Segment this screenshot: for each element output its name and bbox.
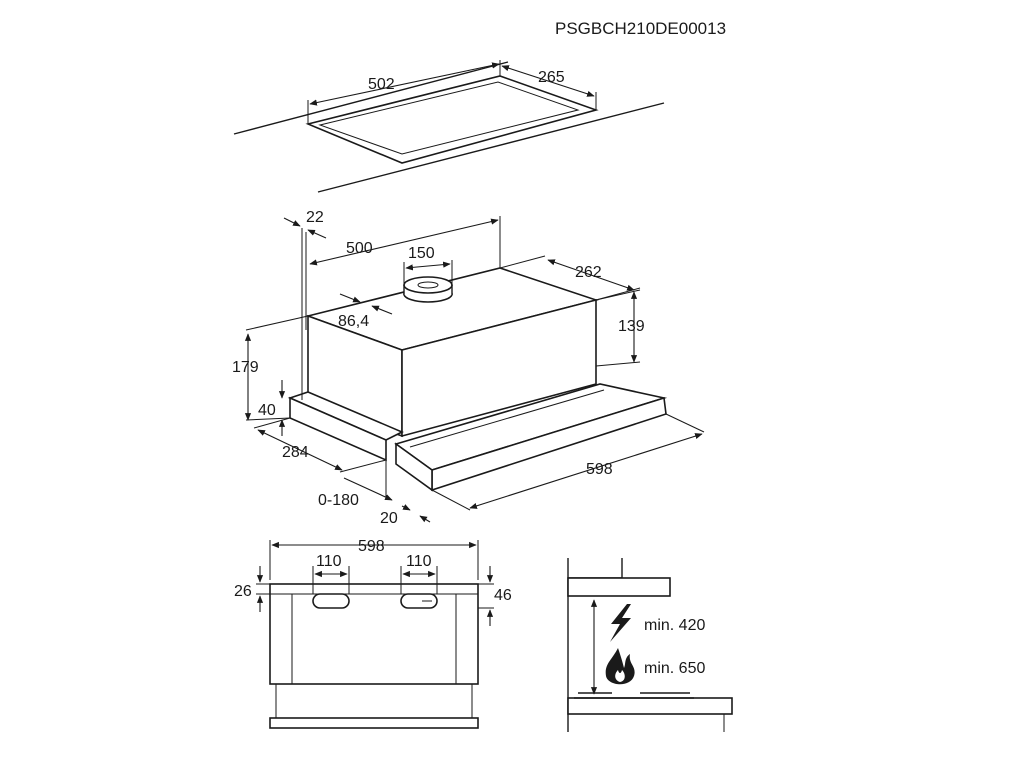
hood-isometric: 22 500 150 262 86,4 139 179 40: [232, 209, 705, 527]
dim-20-label: 20: [380, 510, 398, 527]
dim-284-label: 284: [282, 444, 309, 461]
dim-22-label: 22: [306, 209, 324, 226]
dim-179-label: 179: [232, 359, 259, 376]
dim-139-label: 139: [618, 318, 645, 335]
dim-0-180-label: 0-180: [318, 492, 359, 509]
dim-86-4-label: 86,4: [338, 313, 369, 330]
cutout-width-label: 502: [368, 76, 395, 93]
clearance-view: min. 420 min. 650: [567, 558, 733, 732]
dim-150-label: 150: [408, 245, 435, 262]
vent-height-label: 46: [494, 587, 512, 604]
cutout-view: 502 265: [233, 60, 665, 193]
hood-front-view: 598 110 110 26 46: [234, 538, 512, 729]
flame-icon: [605, 648, 635, 685]
top-offset-label: 26: [234, 583, 252, 600]
dim-598-label: 598: [586, 461, 613, 478]
dim-262-label: 262: [575, 264, 602, 281]
cutout-depth-label: 265: [538, 69, 565, 86]
lightning-icon: [610, 604, 631, 642]
vent-left-label: 110: [316, 553, 342, 570]
dim-40-label: 40: [258, 402, 276, 419]
model-code: PSGBCH210DE00013: [555, 19, 726, 38]
gas-clearance-label: min. 650: [644, 660, 705, 677]
electric-clearance-label: min. 420: [644, 617, 705, 634]
front-width-label: 598: [358, 538, 385, 555]
vent-right-label: 110: [406, 553, 432, 570]
dim-500-label: 500: [346, 240, 373, 257]
